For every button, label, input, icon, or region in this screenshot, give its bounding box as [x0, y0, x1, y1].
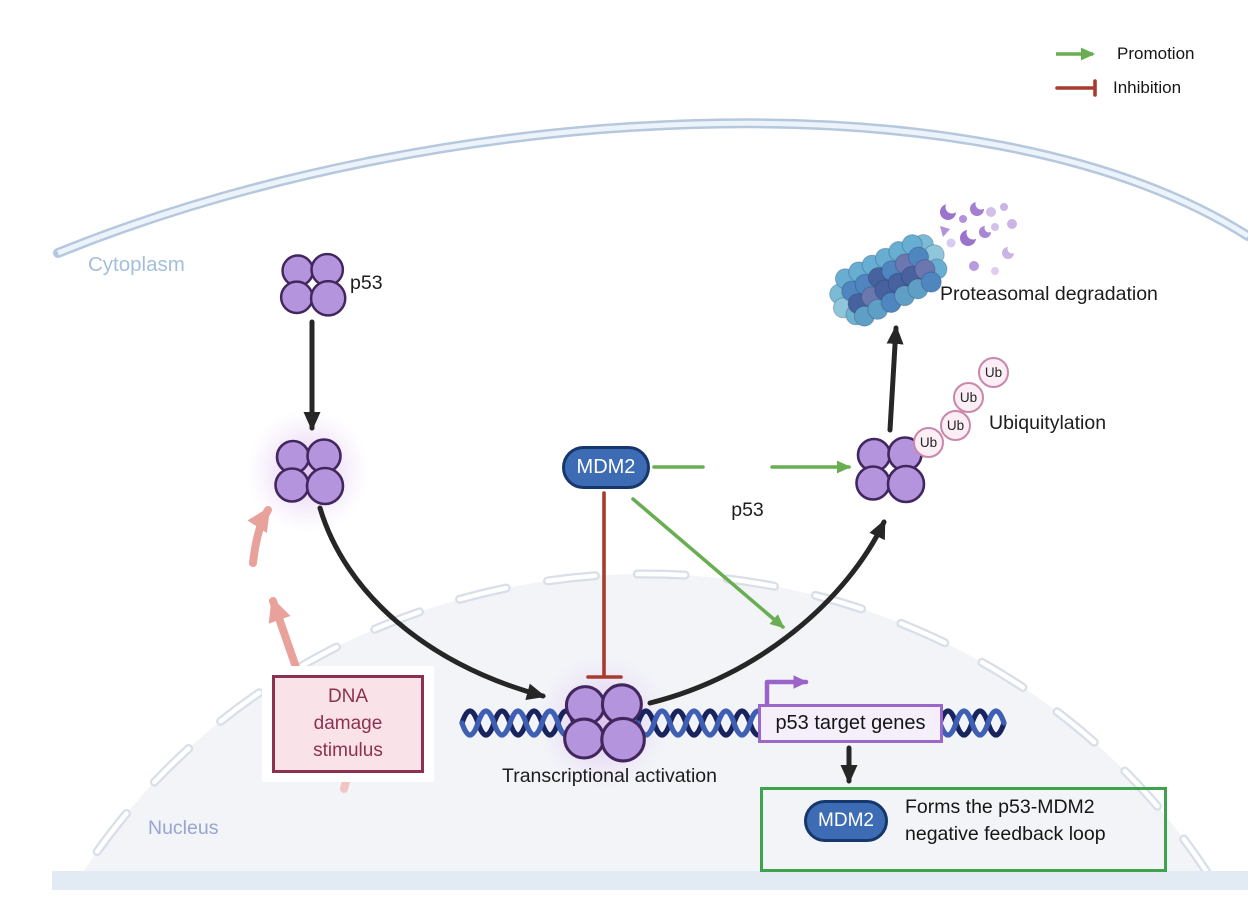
ub-circle-4: Ub [978, 357, 1009, 388]
degradation-fragments [940, 198, 1017, 275]
ub-label: Ub [984, 365, 1003, 380]
p53-cytoplasm-label: p53 [350, 272, 383, 294]
feedback-line-1: Forms the p53-MDM2 [905, 796, 1095, 818]
p53-bound-label: p53 [731, 499, 764, 521]
mdm2-feedback-pill: MDM2 [804, 800, 888, 842]
damage-line-3: stimulus [313, 740, 383, 761]
feedback-loop-text: Forms the p53-MDM2 negative feedback loo… [905, 794, 1106, 847]
cytoplasm-label: Cytoplasm [88, 253, 185, 276]
proteasomal-degradation-label: Proteasomal degradation [940, 283, 1158, 305]
p53-tetramer-cytoplasm [279, 252, 347, 317]
mdm2-promotion-arrows [631, 460, 852, 629]
pathway-arrows [303, 319, 904, 784]
dna-damage-stimulus-box: DNA damage stimulus [272, 675, 424, 773]
legend-icons [1055, 47, 1097, 97]
transcriptional-activation-label: Transcriptional activation [502, 765, 717, 787]
feedback-line-2: negative feedback loop [905, 822, 1106, 845]
ub-circle-1: Ub [913, 427, 944, 458]
arrow-mdm2-inhibits-diag [631, 497, 785, 629]
plasma-membrane [53, 118, 1248, 258]
mdm2-pill: MDM2 [562, 446, 650, 489]
damage-line-2: damage [313, 713, 383, 734]
legend-inhibition-label: Inhibition [1113, 78, 1182, 97]
ub-label: Ub [946, 418, 965, 433]
proteasome [829, 234, 948, 327]
promoter-arrow-icon [764, 675, 809, 710]
arrow-p53-to-dna [317, 505, 546, 701]
inhibition-bar-icon [1055, 79, 1097, 97]
bottom-strip [52, 871, 1248, 890]
dna-helix [459, 708, 1007, 738]
bottom-white-band [0, 890, 1248, 916]
arrow-dna-to-ubiquitylation [647, 519, 887, 706]
ub-label: Ub [959, 390, 978, 405]
damage-line-1: DNA [327, 686, 369, 707]
feedback-loop-box [760, 787, 1167, 872]
ub-circle-2: Ub [940, 410, 971, 441]
mdm2-inhibition-tbar [586, 491, 623, 679]
p53-target-genes-box: p53 target genes [758, 704, 943, 743]
nucleus-label: Nucleus [148, 817, 219, 839]
arrow-to-proteasome [886, 325, 904, 433]
ubiquitylation-label: Ubiquitylation [989, 412, 1107, 434]
legend-promotion-label: Promotion [1117, 44, 1195, 63]
ub-circle-3: Ub [953, 382, 984, 413]
p53-activation-glow [246, 409, 370, 533]
ub-label: Ub [919, 435, 938, 450]
